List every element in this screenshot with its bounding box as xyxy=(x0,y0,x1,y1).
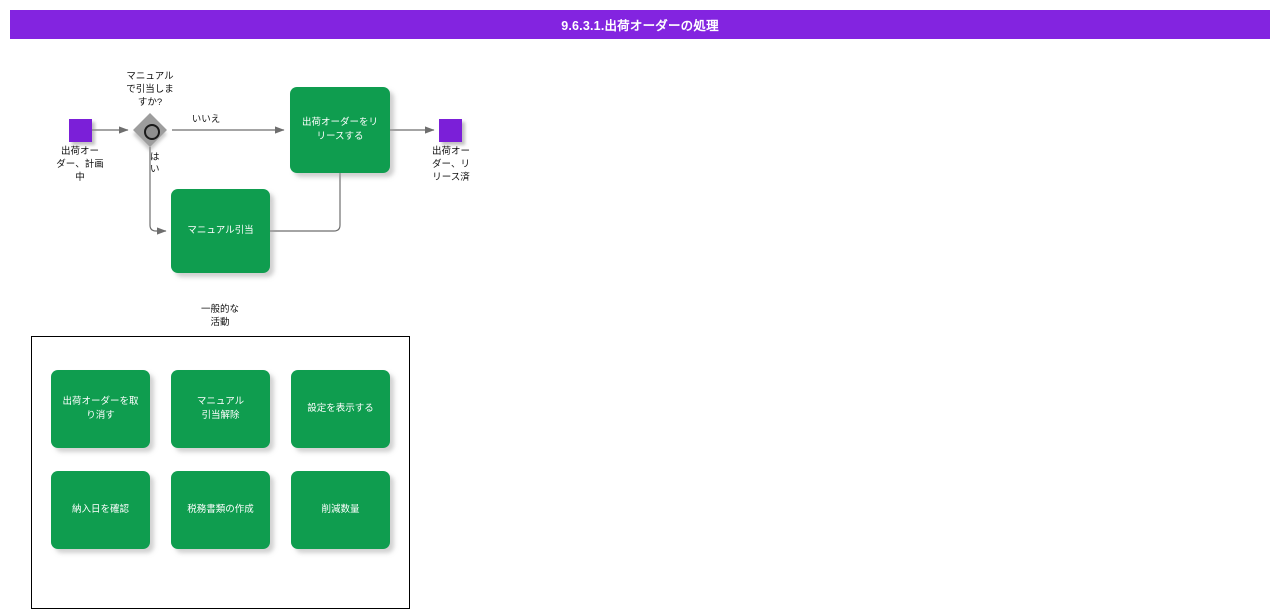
decision-label: マニュアル で引当しま すか? xyxy=(126,71,174,108)
common-activities-title: 一般的な 活動 xyxy=(200,304,239,328)
start-state-label: 出荷オー ダー、計画 中 xyxy=(56,146,104,183)
state-square-icon xyxy=(69,119,92,142)
button-cancel-shipment-order[interactable]: 出荷オーダーを取 り消す xyxy=(51,370,150,448)
button-manual-deallocation-label: マニュアル 引当解除 xyxy=(196,396,245,421)
button-cancel-shipment-order-label: 出荷オーダーを取 り消す xyxy=(62,396,139,421)
edge-decision-to-manual xyxy=(149,147,167,235)
button-show-settings-label: 設定を表示する xyxy=(307,403,374,414)
activity-release-shipment-order-label: 出荷オーダーをリ リースする xyxy=(301,117,378,142)
button-reduce-quantity[interactable]: 削減数量 xyxy=(291,471,390,549)
activity-release-shipment-order[interactable]: 出荷オーダーをリ リースする xyxy=(290,87,390,173)
button-show-settings[interactable]: 設定を表示する xyxy=(291,370,390,448)
edge-label-no: いいえ xyxy=(191,114,221,125)
process-flow-diagram: 出荷オー ダー、計画 中 マニュアル で引当しま すか? いいえ は い 出荷オ… xyxy=(0,39,1280,609)
activity-manual-allocation[interactable]: マニュアル引当 xyxy=(171,189,270,273)
edge-label-yes: は い xyxy=(150,152,160,175)
button-confirm-delivery-date[interactable]: 納入日を確認 xyxy=(51,471,150,549)
activity-manual-allocation-label: マニュアル引当 xyxy=(187,225,254,236)
connector-layer xyxy=(92,126,435,235)
button-create-tax-document[interactable]: 税務書類の作成 xyxy=(171,471,270,549)
title-bar: 9.6.3.1.出荷オーダーの処理 xyxy=(10,10,1270,39)
state-square-icon xyxy=(439,119,462,142)
page-title: 9.6.3.1.出荷オーダーの処理 xyxy=(561,19,719,33)
button-confirm-delivery-date-label: 納入日を確認 xyxy=(71,504,129,515)
edge-manual-to-release xyxy=(270,158,344,232)
button-manual-deallocation[interactable]: マニュアル 引当解除 xyxy=(171,370,270,448)
common-activities-panel: 出荷オーダーを取 り消す マニュアル 引当解除 設定を表示する 納入日を確認 税… xyxy=(31,336,410,609)
end-state-label: 出荷オー ダー、リ リース済 xyxy=(431,146,470,183)
button-reduce-quantity-label: 削減数量 xyxy=(321,504,360,515)
button-create-tax-document-label: 税務書類の作成 xyxy=(187,504,254,515)
decision-diamond-icon[interactable] xyxy=(133,113,167,147)
